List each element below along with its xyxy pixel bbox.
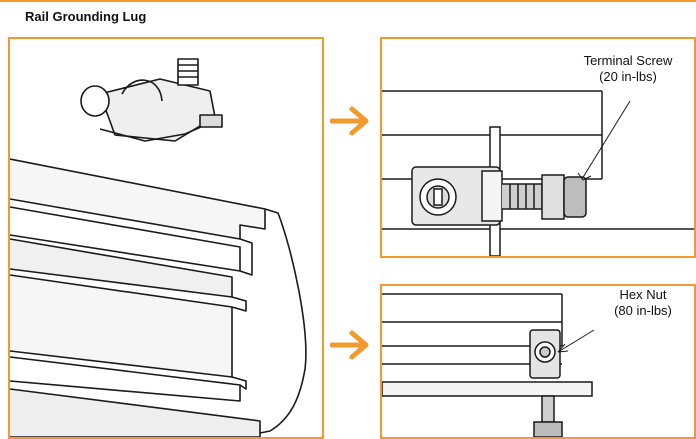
hex-nut-icon [529,329,563,437]
terminal-screw-detail-panel [380,37,696,258]
terminal-screw-torque: (20 in-lbs) [599,69,657,84]
grounding-lug-body [411,166,503,226]
hex-nut-drawing [382,293,595,437]
arrow-right-icon [330,330,369,360]
rail-extrusion [10,158,307,437]
page-title: Rail Grounding Lug [25,9,147,24]
terminal-screw-label: Terminal Screw [583,53,673,68]
arrow-right-icon [330,106,369,136]
terminal-screw-callout: Terminal Screw (20 in-lbs) [568,53,688,85]
rail-overview-panel [8,37,324,439]
rail-drawing [10,58,307,437]
hex-nut-torque: (80 in-lbs) [614,303,672,318]
hex-nut-callout: Hex Nut (80 in-lbs) [595,287,691,319]
grounding-lug-icon [80,58,223,142]
hex-nut-label: Hex Nut [619,287,667,302]
terminal-screw-drawing [382,90,694,256]
hex-nut-detail-panel [380,284,696,439]
header-rule [0,0,696,2]
terminal-screw-icon [502,174,587,220]
